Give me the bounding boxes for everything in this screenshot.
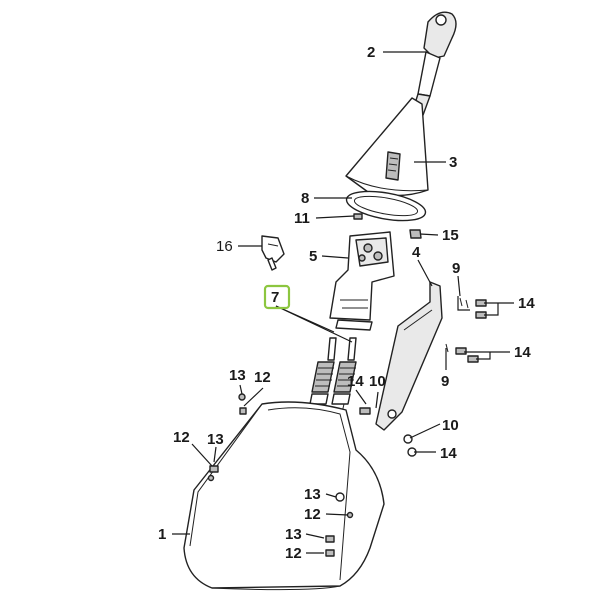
callout-14-middle[interactable]: 14 [514,344,531,361]
callout-4[interactable]: 4 [412,244,421,261]
callout-9-lower[interactable]: 9 [441,373,449,390]
bolt-14b[interactable] [475,311,487,319]
callout-13-top[interactable]: 13 [229,367,246,384]
part-11-clip[interactable] [353,213,363,220]
bolt-14a[interactable] [475,299,487,307]
callout-labels: 2 3 8 11 15 16 5 4 7 9 14 14 9 14 10 10 … [158,44,535,562]
callout-13-right-a[interactable]: 13 [304,486,321,503]
bolt-14d[interactable] [467,355,479,363]
callout-12-top[interactable]: 12 [254,369,271,386]
callout-15[interactable]: 15 [442,227,459,244]
callout-7[interactable]: 7 [271,289,279,306]
callout-12-right-b[interactable]: 12 [285,545,302,562]
screw-12d[interactable] [325,549,335,557]
callout-9-upper[interactable]: 9 [452,260,460,277]
part-16-bracket[interactable] [261,235,285,271]
screw-13a[interactable] [238,393,246,401]
part-3-boot[interactable] [345,97,429,197]
callout-1[interactable]: 1 [158,526,166,543]
washer-10[interactable] [403,434,413,444]
callout-11[interactable]: 11 [294,210,310,227]
part-8-ring[interactable] [344,186,427,225]
callout-12-left[interactable]: 12 [173,429,190,446]
pins-9-upper[interactable] [459,297,469,309]
pins-9-lower[interactable] [445,343,449,353]
callout-14-left[interactable]: 14 [347,373,364,390]
callout-13-left[interactable]: 13 [207,431,224,448]
callout-14-lower[interactable]: 14 [440,445,457,462]
callout-10-lower[interactable]: 10 [442,417,459,434]
callout-3[interactable]: 3 [449,154,457,171]
callout-13-right-b[interactable]: 13 [285,526,302,543]
callout-2[interactable]: 2 [367,44,375,61]
part-15-nut[interactable] [409,229,422,239]
screw-13d[interactable] [325,535,335,543]
part-7-cables[interactable] [309,337,357,431]
screw-12b[interactable] [207,474,215,482]
screw-13b[interactable] [209,465,219,473]
screw-13c[interactable] [335,492,345,502]
leader-lines [172,51,514,554]
part-4-side-bracket[interactable] [375,281,443,431]
callout-10-upper[interactable]: 10 [369,373,386,390]
bolt-14-lower-left[interactable] [359,407,371,415]
screw-12c[interactable] [346,511,354,519]
callout-14-upper[interactable]: 14 [518,295,535,312]
callout-12-right-a[interactable]: 12 [304,506,321,523]
callout-8[interactable]: 8 [301,190,309,207]
part-5-shifter-base[interactable] [329,231,395,331]
bolt-14c[interactable] [455,347,467,355]
highlight-box-7 [263,284,291,310]
callout-5[interactable]: 5 [309,248,317,265]
screw-12a[interactable] [239,407,247,415]
callout-16[interactable]: 16 [216,238,233,255]
hardware-screws [207,297,487,557]
